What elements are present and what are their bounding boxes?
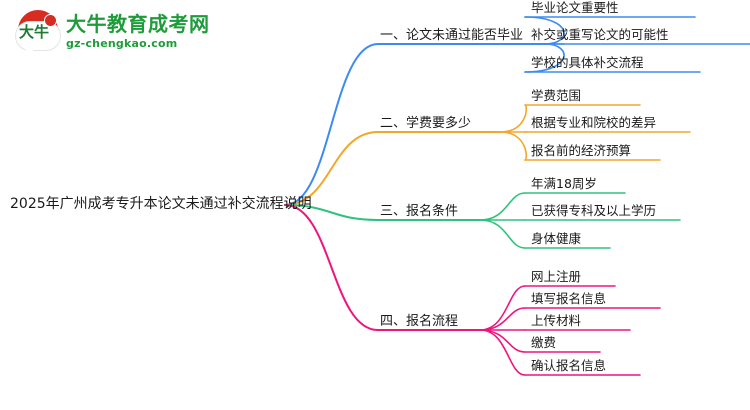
mindmap-branch-2-child-1[interactable]: 学费范围 — [531, 88, 582, 103]
mindmap-root-node[interactable]: 2025年广州成考专升本论文未通过补交流程说明 — [10, 196, 312, 212]
mindmap-edge — [284, 131, 379, 206]
mindmap-branch-3-child-3[interactable]: 身体健康 — [531, 231, 582, 246]
logo-text-block: 大牛教育成考网 gz-chengkao.com — [66, 13, 210, 51]
mindmap-edge — [479, 329, 526, 353]
mindmap-edge — [479, 307, 526, 331]
mindmap-branch-1-child-3[interactable]: 学校的具体补交流程 — [531, 55, 644, 70]
mindmap-edge — [284, 204, 379, 331]
mindmap-edge — [524, 16, 565, 45]
mindmap-edge — [499, 131, 528, 161]
logo-mark-char-1: 大 — [19, 23, 35, 41]
mindmap-edge — [499, 104, 528, 133]
mindmap-branch-4-child-3[interactable]: 上传材料 — [531, 313, 582, 328]
site-logo: 大 牛 大牛教育成考网 gz-chengkao.com — [14, 8, 209, 58]
mindmap-branch-4-child-5[interactable]: 确认报名信息 — [531, 358, 607, 373]
logo-mark-icon: 大 牛 — [14, 10, 62, 56]
mindmap-branch-1-child-1[interactable]: 毕业论文重要性 — [531, 0, 619, 15]
mindmap-branch-2[interactable]: 二、学费要多少 — [380, 116, 472, 131]
mindmap-branch-2-child-3[interactable]: 报名前的经济预算 — [531, 143, 632, 158]
logo-title: 大牛教育成考网 — [66, 12, 210, 36]
logo-url: gz-chengkao.com — [66, 37, 178, 50]
mindmap-branch-2-child-2[interactable]: 根据专业和院校的差异 — [531, 115, 657, 130]
mindmap-edge — [524, 43, 565, 73]
logo-dot-shape — [44, 14, 57, 27]
mindmap-branch-1-child-2[interactable]: 补交或重写论文的可能性 — [531, 27, 669, 42]
mindmap-edge — [479, 329, 526, 376]
mindmap-branch-3-child-2[interactable]: 已获得专科及以上学历 — [531, 203, 657, 218]
mindmap-edge — [284, 43, 379, 206]
mindmap-edge — [479, 219, 526, 249]
logo-mark-char-2: 牛 — [34, 23, 50, 41]
mindmap-branch-4[interactable]: 四、报名流程 — [380, 314, 459, 329]
mindmap-branch-4-child-4[interactable]: 缴费 — [531, 335, 557, 350]
mindmap-edge — [284, 204, 379, 221]
mindmap-branch-1[interactable]: 一、论文未通过能否毕业 — [380, 28, 524, 43]
mindmap-branch-3-child-1[interactable]: 年满18周岁 — [531, 176, 597, 191]
mindmap-branch-3[interactable]: 三、报名条件 — [380, 204, 459, 219]
mindmap-branch-4-child-1[interactable]: 网上注册 — [531, 269, 582, 284]
mindmap-edge — [479, 192, 526, 221]
mindmap-branch-4-child-2[interactable]: 填写报名信息 — [531, 291, 607, 306]
